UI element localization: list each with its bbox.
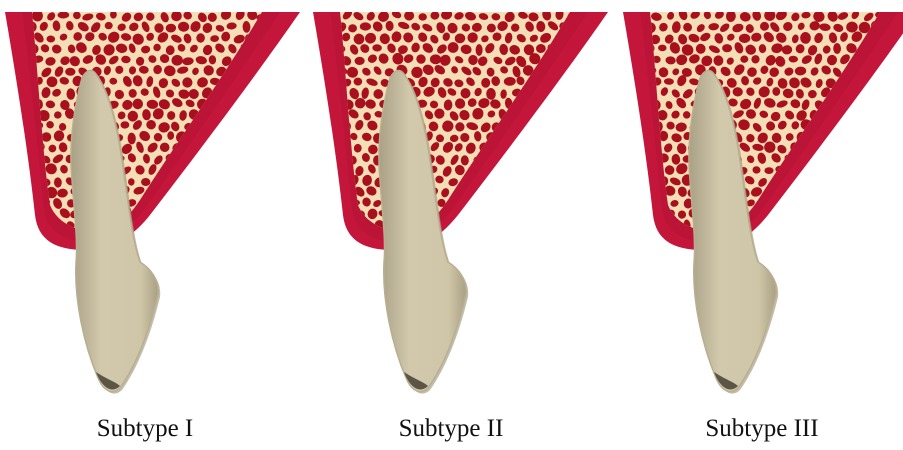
subtype-panel-3 [618,0,903,450]
alveolar-illustration [0,0,300,410]
subtype-caption: Subtype III [612,414,903,444]
subtype-caption: Subtype II [301,414,601,444]
alveolar-illustration [308,0,608,410]
subtype-panel-1 [0,0,300,450]
alveolar-illustration [618,0,903,410]
subtype-panel-2 [308,0,608,450]
subtype-caption: Subtype I [0,414,295,444]
